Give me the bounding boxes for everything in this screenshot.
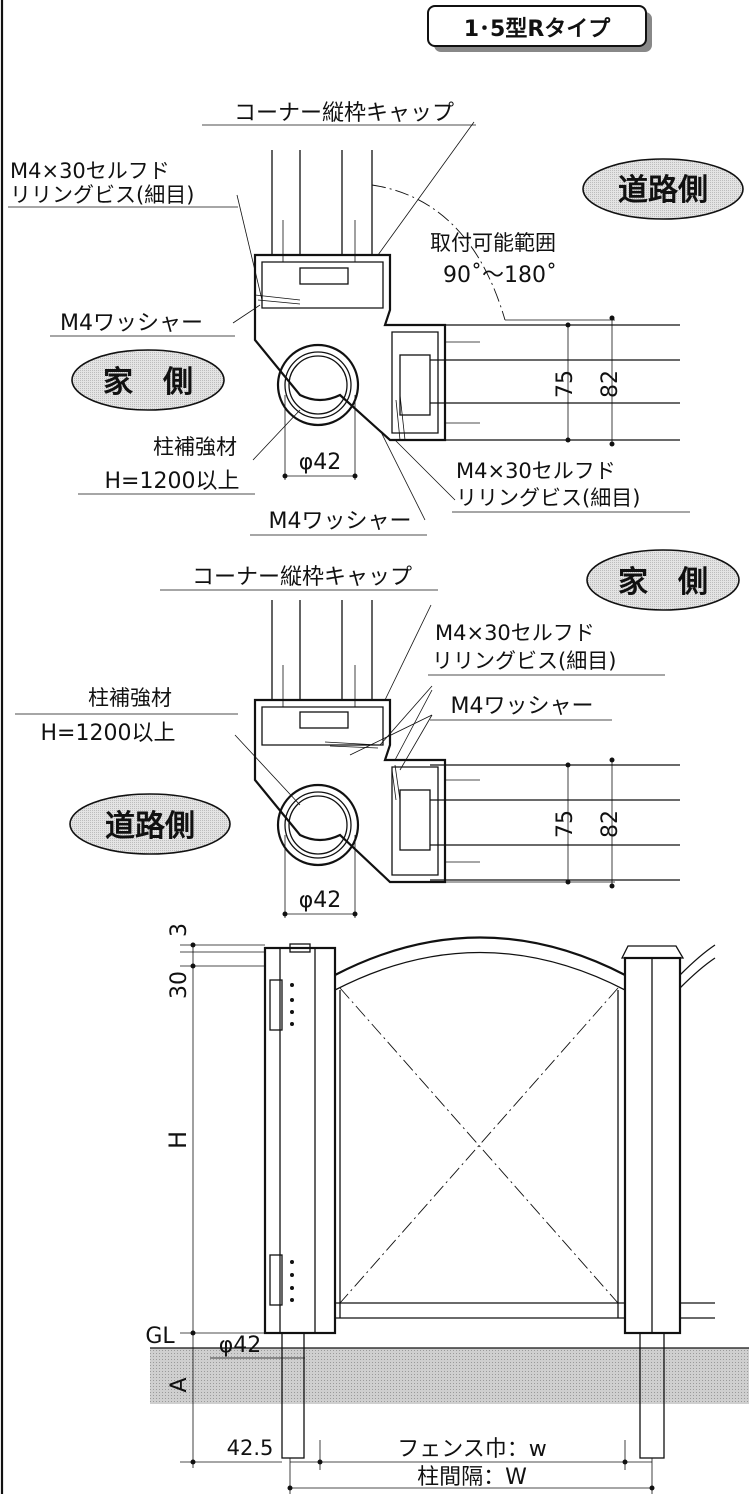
elev-gl-label: GL [145,1324,175,1349]
elev-dim-42-5: 42.5 [227,1436,274,1460]
mid-house-side-text: 家 側 [618,565,708,600]
top-dim-82: 82 [598,370,623,398]
top-reinforcement-label: 柱補強材 [153,435,237,459]
mid-house-side-badge: 家 側 [586,549,740,611]
title-badge: 1･5型Rタイプ [427,5,652,52]
top-house-side-badge: 家 側 [71,349,225,411]
top-road-side-text: 道路側 [618,173,708,208]
top-corner-cap-label: コーナー縦枠キャップ [234,101,454,126]
top-screw-right-line2: リリングビス(細目) [456,486,640,510]
top-washer-left-label: M4ワッシャー [60,311,203,336]
mid-height-note: H=1200以上 [41,721,176,746]
top-height-note: H=1200以上 [105,469,240,494]
elev-dim-H: H [164,1131,192,1149]
elev-dim-3: 3 [167,923,192,937]
top-screw-left-line2: リリングビス(細目) [10,183,194,207]
top-phi-label: φ42 [299,450,342,475]
elev-post-spacing: 柱間隔：W [417,1465,527,1490]
top-dim-75: 75 [553,370,578,398]
mid-washer-label: M4ワッシャー [451,694,594,719]
top-screw-right-line1: M4×30セルフド [456,459,616,483]
elev-dim-A: A [167,1377,192,1392]
mid-screw-line1: M4×30セルフド [435,621,595,645]
mid-screw-line2: リリングビス(細目) [432,649,616,673]
top-range-line1: 取付可能範囲 [430,231,556,255]
elevation-view [150,936,749,1494]
title-badge-text: 1･5型Rタイプ [464,17,612,42]
mid-phi-label: φ42 [299,888,342,913]
mid-dim-82: 82 [598,810,623,838]
elev-dim-30: 30 [167,971,192,999]
top-road-side-badge: 道路側 [582,158,744,220]
mid-reinforcement-label: 柱補強材 [88,686,172,710]
top-range-line2: 90˚～180˚ [443,263,557,288]
top-washer-bottom-label: M4ワッシャー [269,509,412,534]
top-screw-left-line1: M4×30セルフド [10,159,170,183]
elev-fence-width: フェンス巾：w [397,1437,547,1462]
top-house-side-text: 家 側 [103,365,193,400]
mid-dim-75: 75 [553,810,578,838]
elev-phi-label: φ42 [219,1333,262,1358]
mid-corner-cap-label: コーナー縦枠キャップ [192,565,412,590]
middle-plan-view [234,600,680,918]
mid-road-side-text: 道路側 [105,809,195,844]
mid-road-side-badge: 道路側 [69,793,231,855]
top-plan-view [232,121,680,521]
